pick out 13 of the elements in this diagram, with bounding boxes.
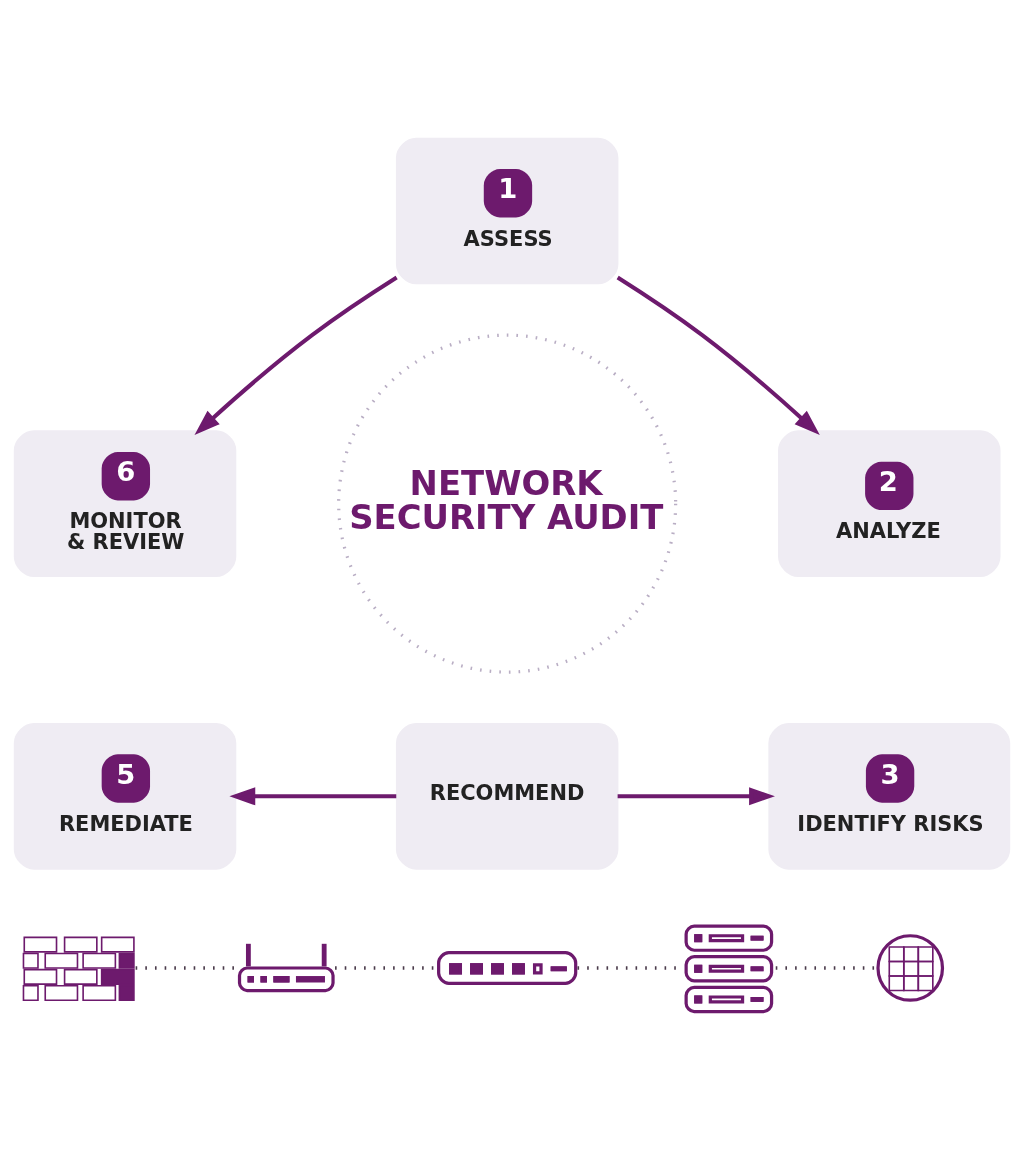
node-box: RECOMMEND bbox=[395, 722, 619, 870]
node-picture bbox=[876, 934, 945, 1002]
node-box: 3 IDENTIFY RISKS bbox=[768, 722, 1011, 870]
node-box: 6 MONITOR & REVIEW bbox=[13, 430, 237, 577]
arrow bbox=[617, 787, 775, 806]
arrow bbox=[616, 275, 820, 435]
node-box: 5 REMEDIATE bbox=[13, 722, 237, 870]
arrow bbox=[194, 275, 398, 435]
node-circle: NETWORK SECURITY AUDIT bbox=[337, 333, 678, 674]
node-picture bbox=[437, 951, 578, 985]
node-box: 1 ASSESS bbox=[395, 137, 619, 285]
arrow bbox=[229, 787, 397, 806]
node-box: 2 ANALYZE bbox=[778, 430, 1001, 577]
